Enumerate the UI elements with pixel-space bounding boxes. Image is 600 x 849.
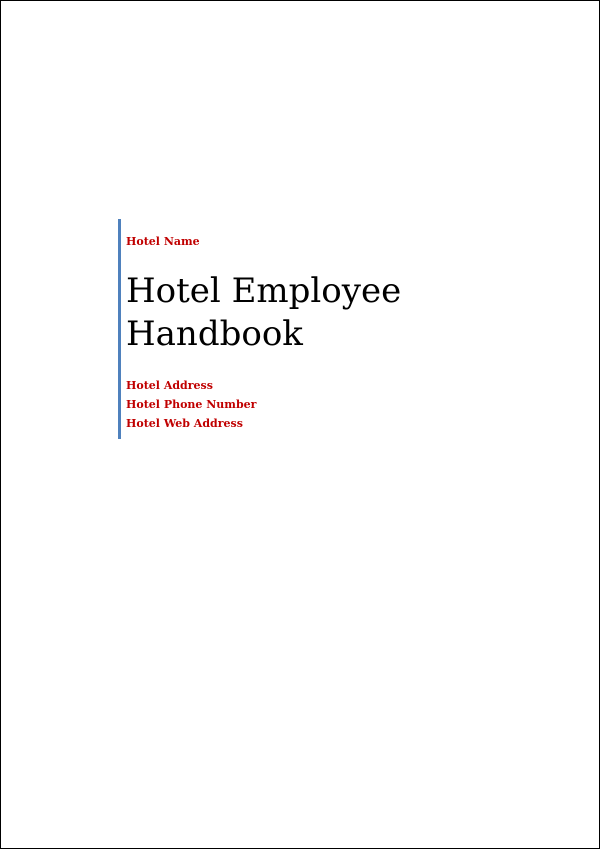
title-line-1: Hotel Employee <box>126 271 402 311</box>
hotel-phone-number: Hotel Phone Number <box>126 398 257 411</box>
document-title: Hotel Employee Handbook <box>126 270 401 356</box>
title-line-2: Handbook <box>126 314 303 354</box>
hotel-name: Hotel Name <box>126 235 200 248</box>
cover-block: Hotel Name Hotel Employee Handbook Hotel… <box>118 219 478 439</box>
contact-details: Hotel Address Hotel Phone Number Hotel W… <box>126 376 256 433</box>
hotel-web-address: Hotel Web Address <box>126 417 243 430</box>
hotel-address: Hotel Address <box>126 379 213 392</box>
